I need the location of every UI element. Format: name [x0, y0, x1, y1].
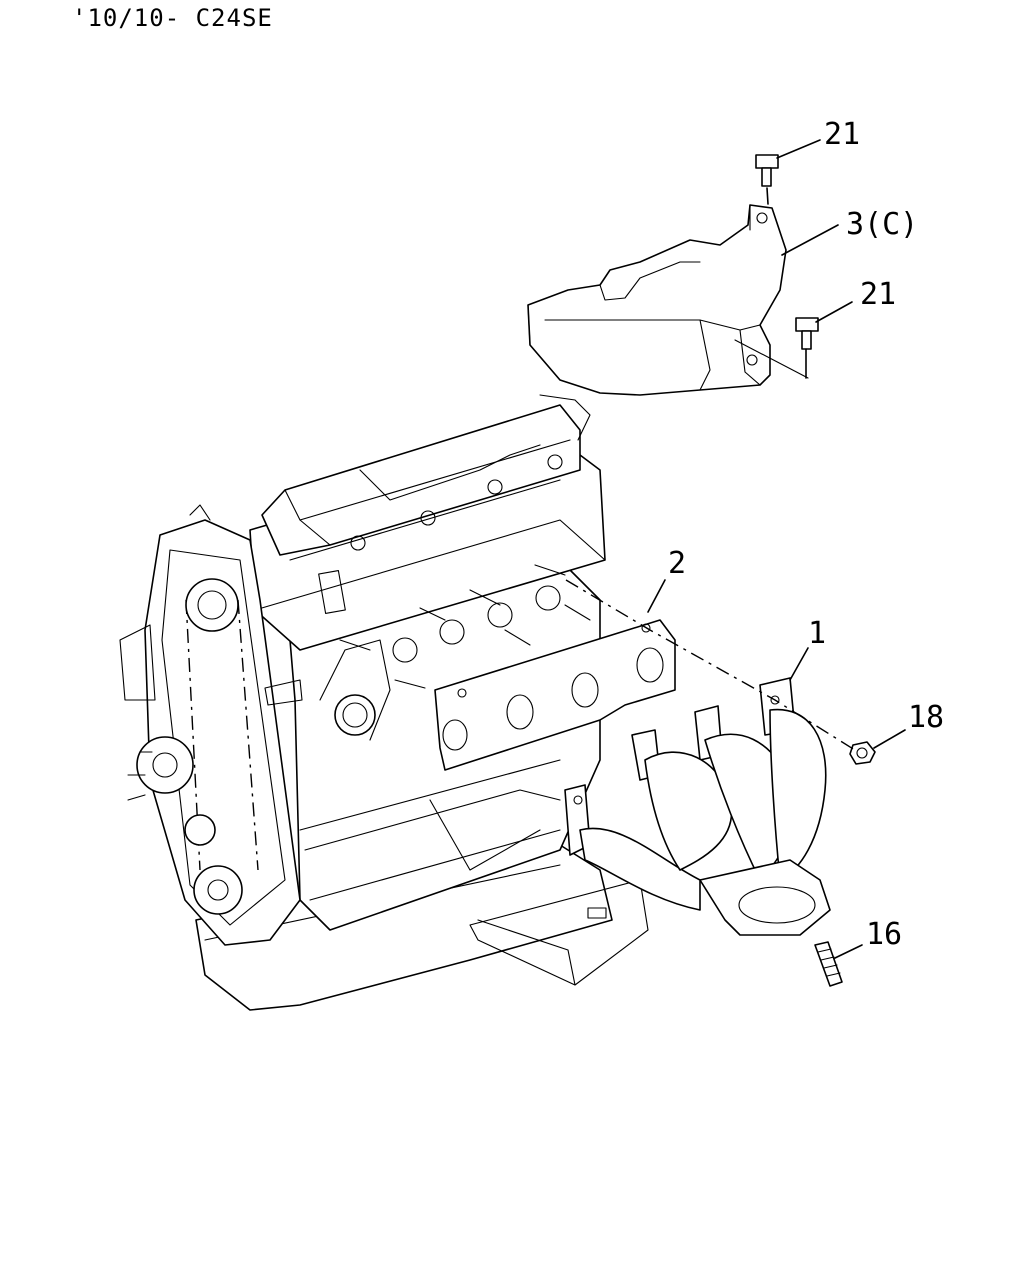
callout-21-lower: 21	[860, 277, 896, 312]
callout-21-upper: 21	[824, 117, 860, 152]
callout-labels: 21 3(C) 21 2 1 18 16	[668, 117, 944, 952]
model-code-header: '10/10- C24SE	[72, 4, 273, 32]
exhaust-manifold	[564, 677, 831, 936]
callout-16: 16	[866, 917, 902, 952]
nut-18	[849, 741, 876, 765]
bolt-21-upper	[755, 154, 779, 205]
heat-shield	[527, 204, 809, 396]
stud-16	[814, 941, 843, 987]
bolt-21-lower	[795, 317, 819, 379]
callout-18: 18	[908, 700, 944, 735]
leader-lines	[565, 139, 906, 959]
exhaust-gasket	[434, 619, 676, 771]
callout-2: 2	[668, 546, 686, 581]
callout-3c: 3(C)	[846, 207, 918, 242]
callout-1: 1	[808, 616, 826, 651]
